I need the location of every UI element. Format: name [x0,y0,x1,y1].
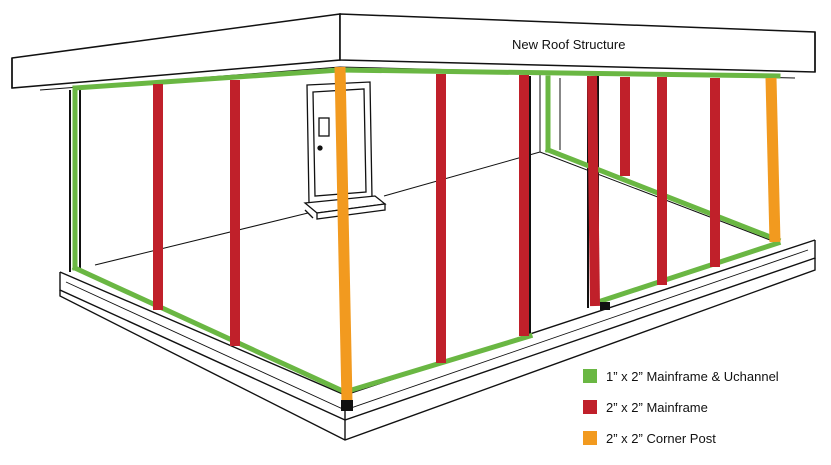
legend-swatch-red [583,400,597,414]
door [303,81,387,220]
corner-post [765,77,781,243]
left-wall-outline [69,90,81,272]
roof-label: New Roof Structure [512,37,625,52]
legend-label: 1” x 2” Mainframe & Uchannel [606,369,779,384]
legend-item-mainframe: 2” x 2” Mainframe [583,400,708,415]
legend-swatch-orange [583,431,597,445]
roof-structure [11,13,816,91]
green-mainframe-uchannel [71,67,782,395]
legend-label: 2” x 2” Corner Post [606,431,716,446]
legend-item-mainframe-uchannel: 1” x 2” Mainframe & Uchannel [583,369,779,384]
orange-corner-posts [334,66,781,403]
door-knob-icon [317,145,323,151]
legend: 1” x 2” Mainframe & Uchannel 2” x 2” Mai… [583,369,779,446]
legend-label: 2” x 2” Mainframe [606,400,708,415]
legend-swatch-green [583,369,597,383]
red-mainframe-posts [153,74,720,363]
mainframe-post [587,75,600,307]
post-base-caps [341,302,610,411]
corner-post [334,66,353,403]
interior-back-lines [94,75,771,266]
legend-item-corner-post: 2” x 2” Corner Post [583,431,716,446]
